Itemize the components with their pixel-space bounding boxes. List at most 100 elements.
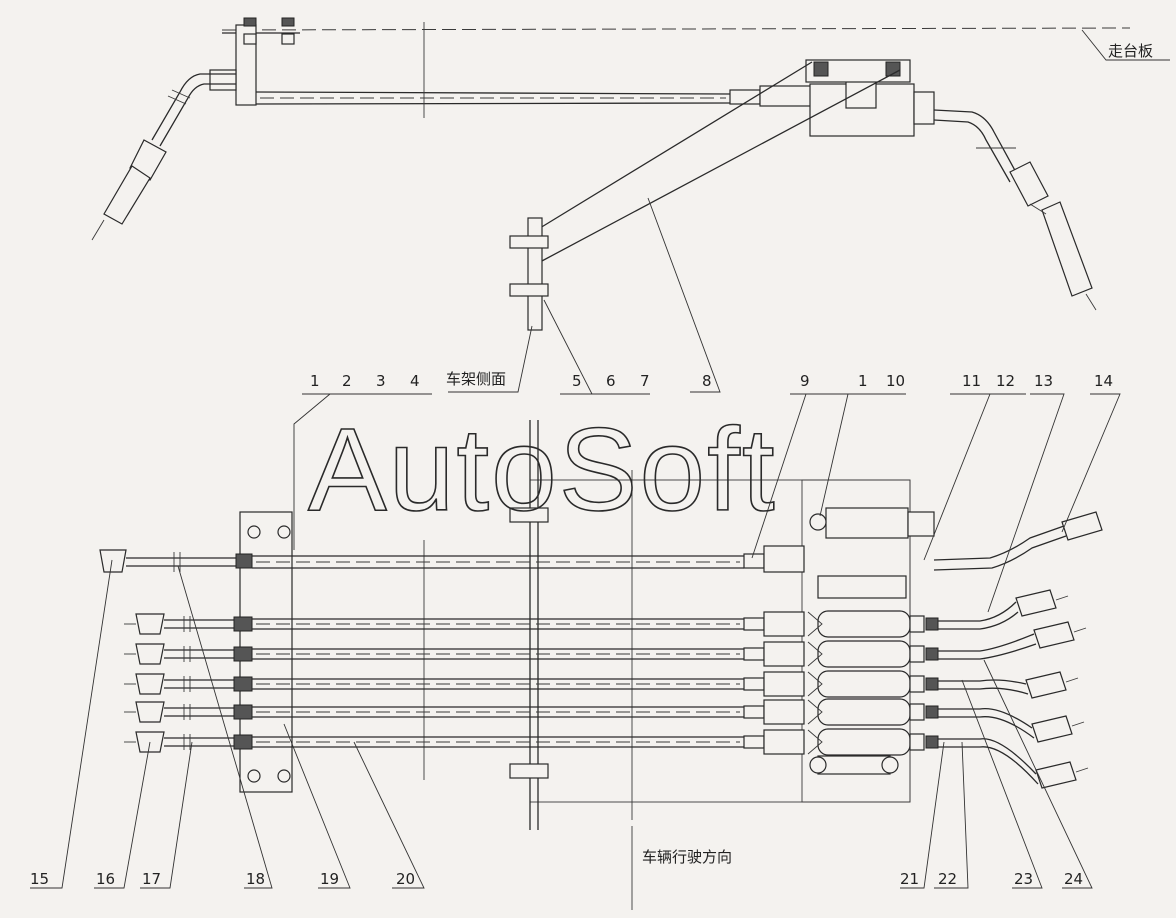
valve-section: [817, 670, 911, 698]
nut-icon: [925, 617, 939, 631]
leader: [751, 393, 807, 559]
right-handle-end: [1085, 293, 1097, 311]
nut-icon: [925, 647, 939, 661]
rod-coupler: [763, 611, 805, 637]
callout-11: 11: [962, 372, 981, 390]
right-handle-grip: [1009, 161, 1049, 207]
right-handle-end: [1071, 721, 1085, 727]
nut-icon: [233, 704, 253, 720]
hole-icon: [277, 525, 291, 539]
hole-icon: [247, 769, 261, 783]
right-handle-end: [1065, 677, 1079, 683]
valve-bottom-block: [817, 755, 891, 775]
watermark-text: AutoSoft: [308, 404, 777, 536]
frame-bolt: [509, 235, 549, 249]
top-rod: [255, 91, 731, 95]
rod-end: [743, 735, 765, 749]
label-direction: 车辆行驶方向: [642, 848, 732, 866]
left-cable: [151, 73, 236, 141]
leader: [283, 723, 351, 889]
right-handle: [1033, 621, 1075, 649]
valve-chevron: [807, 611, 823, 637]
right-handle-knob: [1041, 201, 1093, 297]
valve-head: [825, 507, 909, 539]
callout-1: 1: [310, 372, 320, 390]
right-cable-2: [938, 687, 1029, 695]
right-cable: [938, 738, 1037, 775]
leader: [983, 659, 1093, 889]
rod-end: [743, 553, 765, 569]
right-handle-end: [1055, 595, 1069, 601]
valve-block-outline: [801, 479, 911, 803]
valve-chevron: [807, 729, 823, 755]
hole-icon: [277, 769, 291, 783]
leader-lines: [30, 197, 1121, 889]
valve-cap: [907, 511, 935, 537]
rod-coupler: [763, 671, 805, 697]
rod-rows: [124, 589, 1089, 789]
callout-18: 18: [246, 870, 265, 888]
right-cable-2: [938, 643, 1037, 660]
callout-21: 21: [900, 870, 919, 888]
left-cable-2: [159, 83, 236, 147]
callout-9: 9: [800, 372, 810, 390]
bottom-view: [99, 420, 1103, 910]
leader: [140, 741, 193, 889]
right-handle: [1015, 589, 1057, 617]
leader: [293, 393, 331, 550]
lever-handle: [135, 673, 165, 695]
leader: [353, 741, 425, 889]
right-cable: [938, 601, 1017, 622]
callout-24: 24: [1064, 870, 1083, 888]
callout-15: 15: [30, 870, 49, 888]
top-rod-2: [255, 102, 731, 105]
valve-knob: [809, 756, 827, 774]
bolt-icon: [281, 17, 295, 27]
right-handle: [1025, 671, 1067, 699]
leader: [1061, 393, 1121, 533]
left-handle-end: [91, 219, 105, 241]
right-cable: [938, 707, 1033, 729]
leader: [934, 741, 969, 889]
diagonal-bracket-2: [539, 69, 901, 263]
bolt-icon: [243, 17, 257, 27]
leader: [961, 679, 1043, 889]
cable-clamp: [209, 69, 237, 91]
rod-coupler: [763, 729, 805, 755]
right-cable-2: [938, 746, 1039, 785]
right-handle-end: [1075, 767, 1089, 773]
platform-leader: [1081, 29, 1170, 61]
right-handle-end: [1073, 627, 1087, 633]
right-handle: [1031, 715, 1073, 743]
valve-fitting: [909, 733, 925, 751]
callout-5: 5: [572, 372, 582, 390]
callout-17: 17: [142, 870, 161, 888]
lever-handle: [135, 701, 165, 723]
callout-16: 16: [96, 870, 115, 888]
valve-spacer: [817, 575, 907, 599]
right-handle: [1035, 761, 1077, 789]
cable-tick: [167, 95, 187, 105]
right-cable-2: [933, 119, 1011, 183]
right-cable-top-2: [933, 535, 1067, 571]
callout-4: 4: [410, 372, 420, 390]
leader: [543, 299, 593, 395]
valve-knob: [881, 756, 899, 774]
bolt-icon: [813, 61, 829, 77]
valve-section: [817, 698, 911, 726]
leader: [94, 741, 151, 889]
callout-8: 8: [702, 372, 712, 390]
nut-icon: [233, 676, 253, 692]
nut-icon: [925, 705, 939, 719]
callout-12: 12: [996, 372, 1015, 390]
rod-end: [743, 677, 765, 691]
rod-coupler: [763, 699, 805, 725]
top-view: [91, 17, 1170, 331]
frame-side-plate: [527, 217, 543, 331]
leader: [987, 393, 1065, 613]
right-cable: [933, 109, 1019, 177]
valve-fitting: [909, 675, 925, 693]
rod-coupler: [763, 545, 805, 573]
right-cable: [938, 633, 1035, 652]
